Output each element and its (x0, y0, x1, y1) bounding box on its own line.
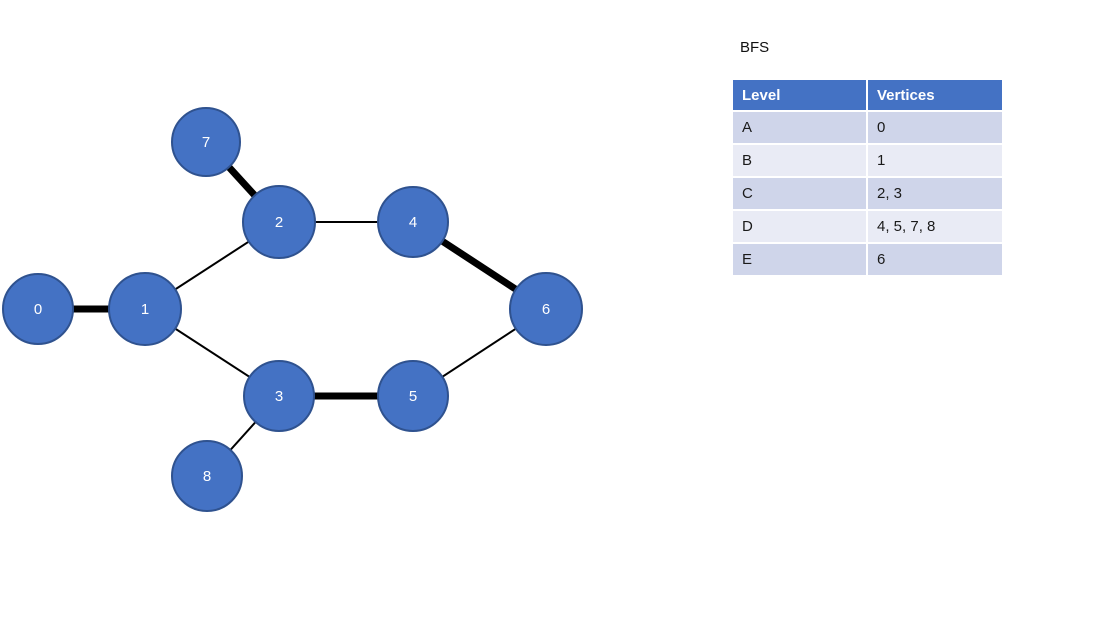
slide-title: BFS (740, 39, 770, 56)
table-cell-vertices-row1: 1 (868, 145, 1002, 176)
table-cell-vertices-row2: 2, 3 (868, 178, 1002, 209)
graph-node-circle (243, 360, 315, 432)
graph-node-circle (509, 272, 583, 346)
table-cell-level-row4: E (733, 244, 866, 275)
table-cell-vertices-row3: 4, 5, 7, 8 (868, 211, 1002, 242)
graph-node-circle (171, 107, 241, 177)
table-cell-vertices-row4: 6 (868, 244, 1002, 275)
graph-node-label: 4 (409, 214, 417, 231)
graph-node-circle (171, 440, 243, 512)
graph-node-label: 3 (275, 388, 283, 405)
graph-node-label: 7 (202, 134, 210, 151)
table-cell-level-row2: C (733, 178, 866, 209)
table-header-level: Level (733, 80, 866, 110)
graph-node-circle (2, 273, 74, 345)
graph-node-circle (377, 360, 449, 432)
graph-node-label: 1 (141, 301, 149, 318)
graph-node-2: 2 (242, 185, 316, 259)
graph-node-label: 0 (34, 301, 42, 318)
bfs-graph: 0 1 7 2 4 6 3 5 8 (2, 107, 583, 512)
graph-node-label: 5 (409, 388, 417, 405)
graph-node-5: 5 (377, 360, 449, 432)
table-header-vertices: Vertices (868, 80, 1002, 110)
table-cell-vertices-row0: 0 (868, 112, 1002, 143)
graph-node-circle (108, 272, 182, 346)
table-cell-level-row3: D (733, 211, 866, 242)
graph-node-4: 4 (377, 186, 449, 258)
graph-node-6: 6 (509, 272, 583, 346)
graph-node-label: 6 (542, 301, 550, 318)
graph-node-7: 7 (171, 107, 241, 177)
graph-node-label: 2 (275, 214, 283, 231)
graph-node-3: 3 (243, 360, 315, 432)
graph-node-8: 8 (171, 440, 243, 512)
graph-node-circle (242, 185, 316, 259)
graph-node-label: 8 (203, 468, 211, 485)
graph-node-0: 0 (2, 273, 74, 345)
graph-node-1: 1 (108, 272, 182, 346)
table-cell-level-row1: B (733, 145, 866, 176)
table-cell-level-row0: A (733, 112, 866, 143)
graph-node-circle (377, 186, 449, 258)
